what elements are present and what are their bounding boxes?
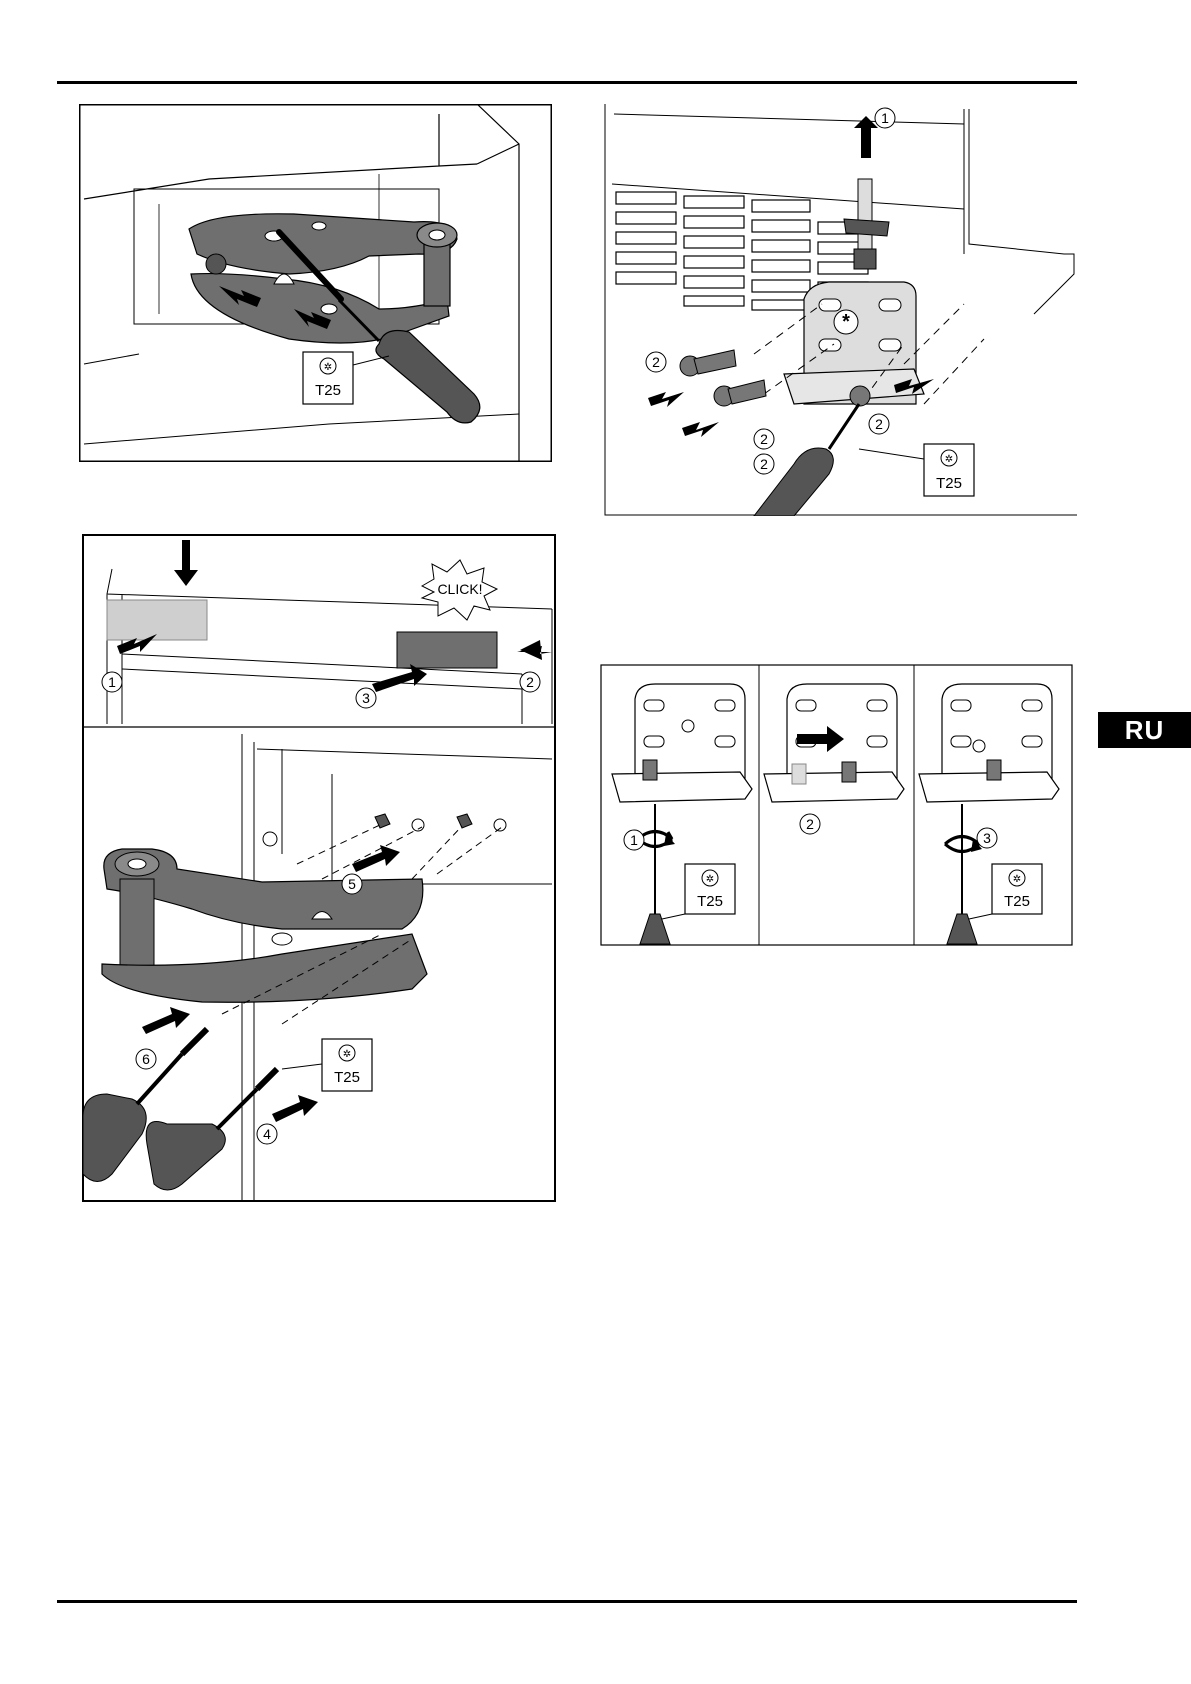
callout-6: 6: [142, 1051, 150, 1067]
figure-adjust-pin: ✲ T25 1 2 ✲ T25 3: [600, 664, 1073, 946]
torx-icon: ✲: [324, 362, 332, 373]
callout-2b: 2: [760, 431, 768, 447]
torx-icon: ✲: [343, 1049, 351, 1060]
torx-icon: ✲: [706, 874, 714, 885]
torx-icon: ✲: [945, 454, 953, 465]
callout-2: 2: [806, 816, 814, 832]
click-label: CLICK!: [437, 581, 482, 597]
callout-1: 1: [108, 674, 116, 690]
callout-5: 5: [348, 876, 356, 892]
figure-remove-hinge: ✲ T25: [79, 104, 552, 462]
torx-icon: ✲: [1013, 874, 1021, 885]
callout-2c: 2: [760, 456, 768, 472]
callout-4: 4: [263, 1126, 271, 1142]
callout-2d: 2: [875, 416, 883, 432]
callout-1: 1: [630, 832, 638, 848]
footer-rule: [57, 1600, 1077, 1603]
figure-adjust-pin-drawing: ✲ T25 1 2 ✲ T25 3: [600, 664, 1073, 946]
figure-remove-bracket: * 1 2 2 2 2 ✲ T25: [604, 104, 1077, 516]
tool-size-label: T25: [334, 1069, 360, 1086]
callout-2: 2: [526, 674, 534, 690]
tool-size-label: T25: [1004, 893, 1030, 910]
figure-remove-hinge-drawing: ✲ T25: [79, 104, 552, 462]
tool-size-label: T25: [936, 475, 962, 492]
tool-size-label: T25: [315, 382, 341, 399]
language-tab: RU: [1098, 712, 1191, 748]
tool-size-label: T25: [697, 893, 723, 910]
callout-3: 3: [362, 690, 370, 706]
callout-2a: 2: [652, 354, 660, 370]
figure-mount-hinge: CLICK! ✲ T25 1 2 3 4 5 6: [82, 534, 556, 1202]
figure-remove-bracket-drawing: * 1 2 2 2 2 ✲ T25: [604, 104, 1077, 516]
callout-1: 1: [881, 110, 889, 126]
figure-mount-hinge-drawing: CLICK! ✲ T25 1 2 3 4 5 6: [82, 534, 556, 1202]
asterisk-icon: *: [842, 311, 850, 333]
callout-3: 3: [983, 830, 991, 846]
header-rule: [57, 81, 1077, 84]
